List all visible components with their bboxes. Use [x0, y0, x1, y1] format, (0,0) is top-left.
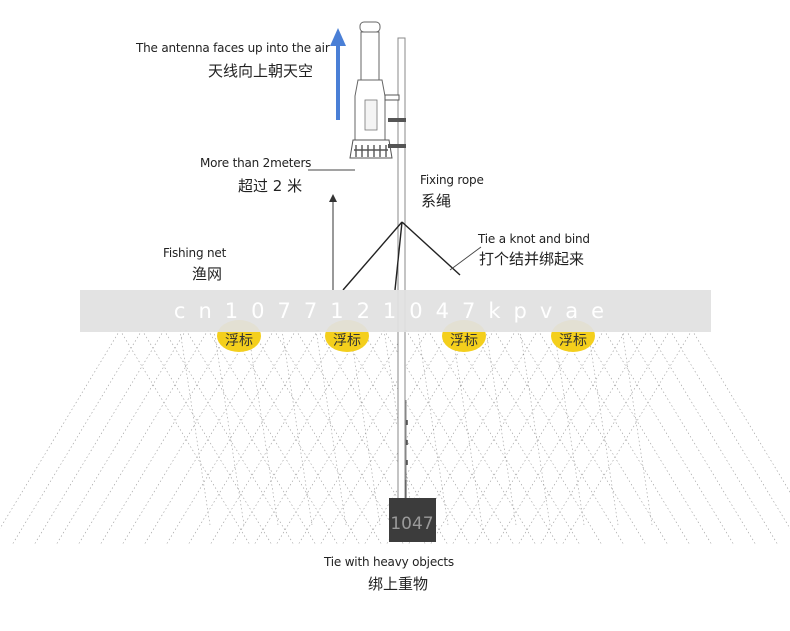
antenna-label-en: The antenna faces up into the air — [136, 41, 330, 55]
buoy-label: 浮标 — [450, 333, 478, 349]
height-label-en: More than 2meters — [200, 156, 312, 170]
height-label-zh: 超过 2 米 — [238, 177, 303, 195]
knot-label-en: Tie a knot and bind — [478, 232, 590, 246]
net-label-zh: 渔网 — [192, 265, 223, 283]
rope-label-en: Fixing rope — [420, 173, 484, 187]
net-label-en: Fishing net — [163, 246, 227, 260]
watermark-band: cn1077121047kpvae — [80, 290, 711, 332]
pole — [397, 37, 406, 511]
up-arrow-icon — [330, 28, 346, 120]
buoy-label: 浮标 — [333, 333, 361, 349]
buoy-label: 浮标 — [225, 333, 253, 349]
watermark-text: cn1077121047kpvae — [173, 299, 618, 323]
fixing-ropes — [342, 221, 461, 291]
weight-label-zh: 绑上重物 — [368, 575, 429, 593]
weight-label-en: Tie with heavy objects — [324, 555, 454, 569]
weight-block: 1047 — [389, 480, 436, 542]
weight-block-text: 1047 — [390, 514, 433, 534]
knot-pointer-line — [449, 246, 482, 271]
knot-label-zh: 打个结并绑起来 — [479, 250, 585, 268]
buoy-label: 浮标 — [559, 333, 587, 349]
antenna-label-zh: 天线向上朝天空 — [208, 62, 314, 80]
rope-label-zh: 系绳 — [421, 192, 452, 210]
tracker-device — [349, 21, 406, 159]
